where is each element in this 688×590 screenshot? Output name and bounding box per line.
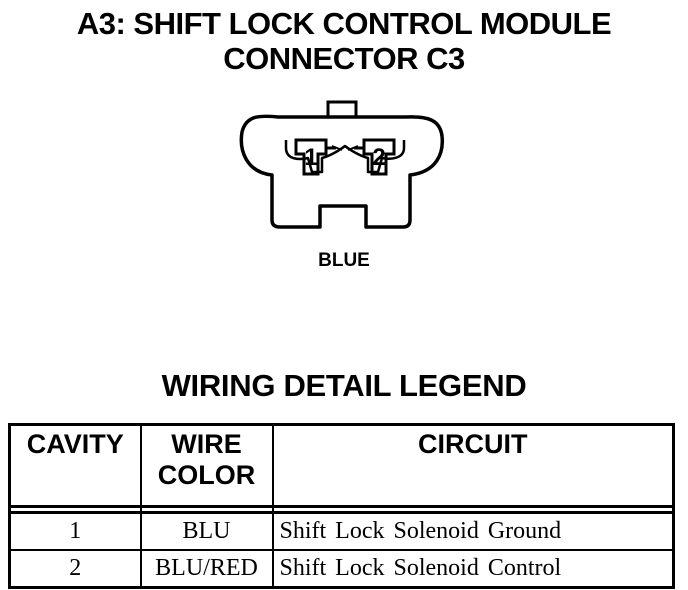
legend-title: WIRING DETAIL LEGEND bbox=[161, 368, 527, 403]
diagram-title-line-1: A3: SHIFT LOCK CONTROL MODULE bbox=[76, 6, 612, 41]
circuit-cell: Shift Lock Solenoid Control bbox=[271, 549, 675, 589]
header-wire-color-line-1: WIRE bbox=[171, 429, 242, 459]
cavity-number-2: 2 bbox=[372, 144, 385, 171]
wire-color-cell: BLU/RED bbox=[139, 549, 274, 589]
header-cavity: CAVITY bbox=[8, 423, 142, 508]
table-row: 1 BLU Shift Lock Solenoid Ground bbox=[8, 511, 675, 551]
header-wire-color-line-2: COLOR bbox=[157, 460, 256, 490]
header-separator bbox=[8, 505, 675, 514]
header-circuit: CIRCUIT bbox=[271, 423, 675, 508]
wiring-detail-legend-table: CAVITY WIRE COLOR CIRCUIT 1 BLU Shift Lo… bbox=[8, 423, 675, 589]
connector-housing bbox=[239, 114, 445, 229]
connector-inner-contour bbox=[284, 140, 406, 174]
header-wire-color: WIRE COLOR bbox=[139, 423, 274, 508]
cavity-cell: 1 bbox=[8, 511, 142, 551]
cavity-number-1: 1 bbox=[304, 144, 317, 171]
circuit-cell: Shift Lock Solenoid Ground bbox=[271, 511, 675, 551]
cavity-1-terminal bbox=[294, 138, 343, 176]
cavity-cell: 2 bbox=[8, 549, 142, 589]
connector-latch-tab bbox=[326, 100, 358, 118]
cavity-2-terminal bbox=[347, 138, 396, 176]
connector-face-drawing: 1 2 bbox=[239, 100, 445, 229]
table-row: 2 BLU/RED Shift Lock Solenoid Control bbox=[8, 549, 675, 589]
diagram-title-line-2: CONNECTOR C3 bbox=[223, 41, 465, 76]
legend-header-row: CAVITY WIRE COLOR CIRCUIT bbox=[8, 423, 675, 508]
connector-color-label: BLUE bbox=[318, 250, 370, 271]
wire-color-cell: BLU bbox=[139, 511, 274, 551]
